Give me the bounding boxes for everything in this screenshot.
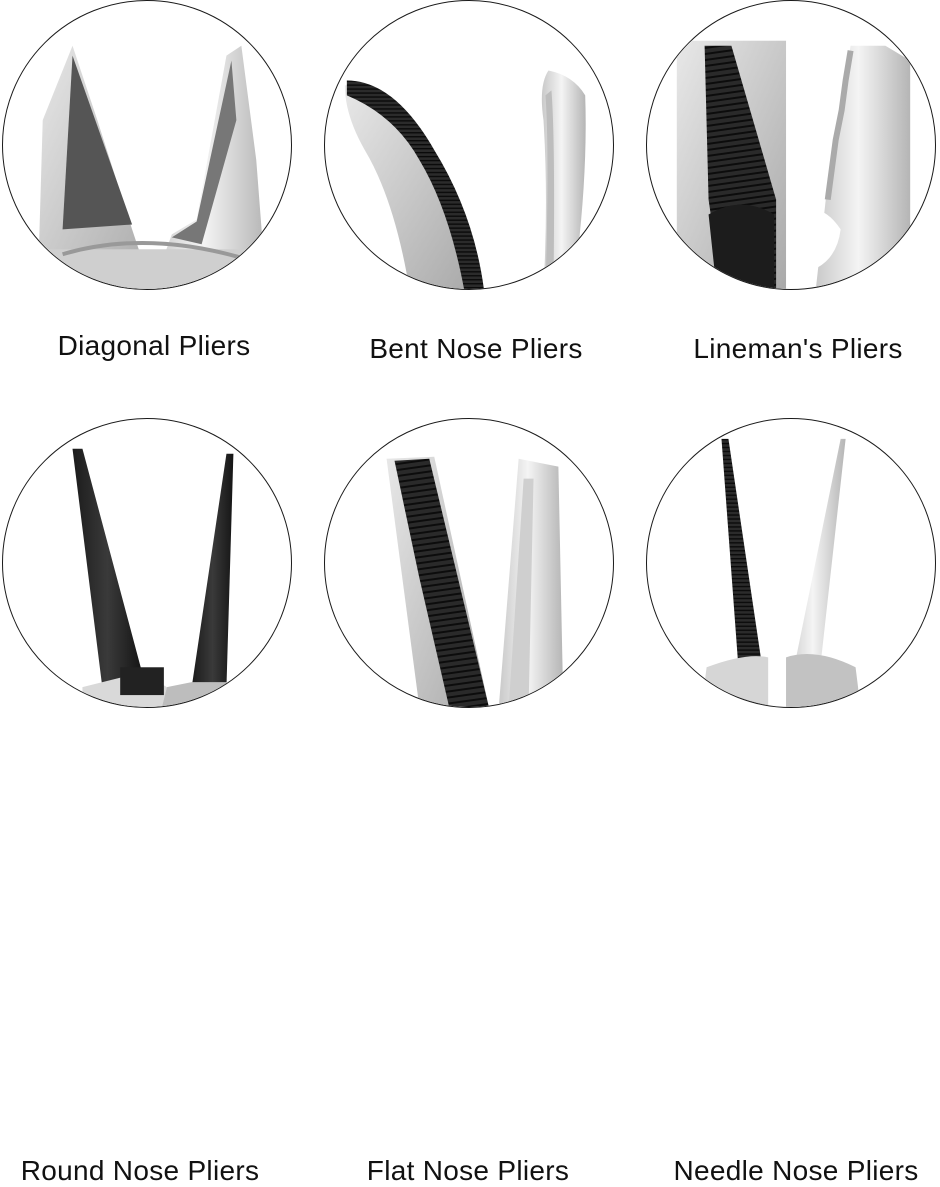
tool-label: Diagonal Pliers <box>57 330 251 361</box>
tool-label: Lineman's Pliers <box>693 333 903 364</box>
flat-nose-pliers-image <box>324 418 614 708</box>
tool-label: Flat Nose Pliers <box>366 1155 570 1186</box>
tool-label: Bent Nose Pliers <box>369 333 583 364</box>
linemans-pliers-image <box>646 0 936 290</box>
round-nose-pliers-image <box>2 418 292 708</box>
needle-nose-pliers-image <box>646 418 936 708</box>
bent-nose-pliers-image <box>324 0 614 290</box>
tool-label: Round Nose Pliers <box>20 1155 260 1186</box>
tool-label: Needle Nose Pliers <box>673 1155 919 1186</box>
diagonal-pliers-image <box>2 0 292 290</box>
